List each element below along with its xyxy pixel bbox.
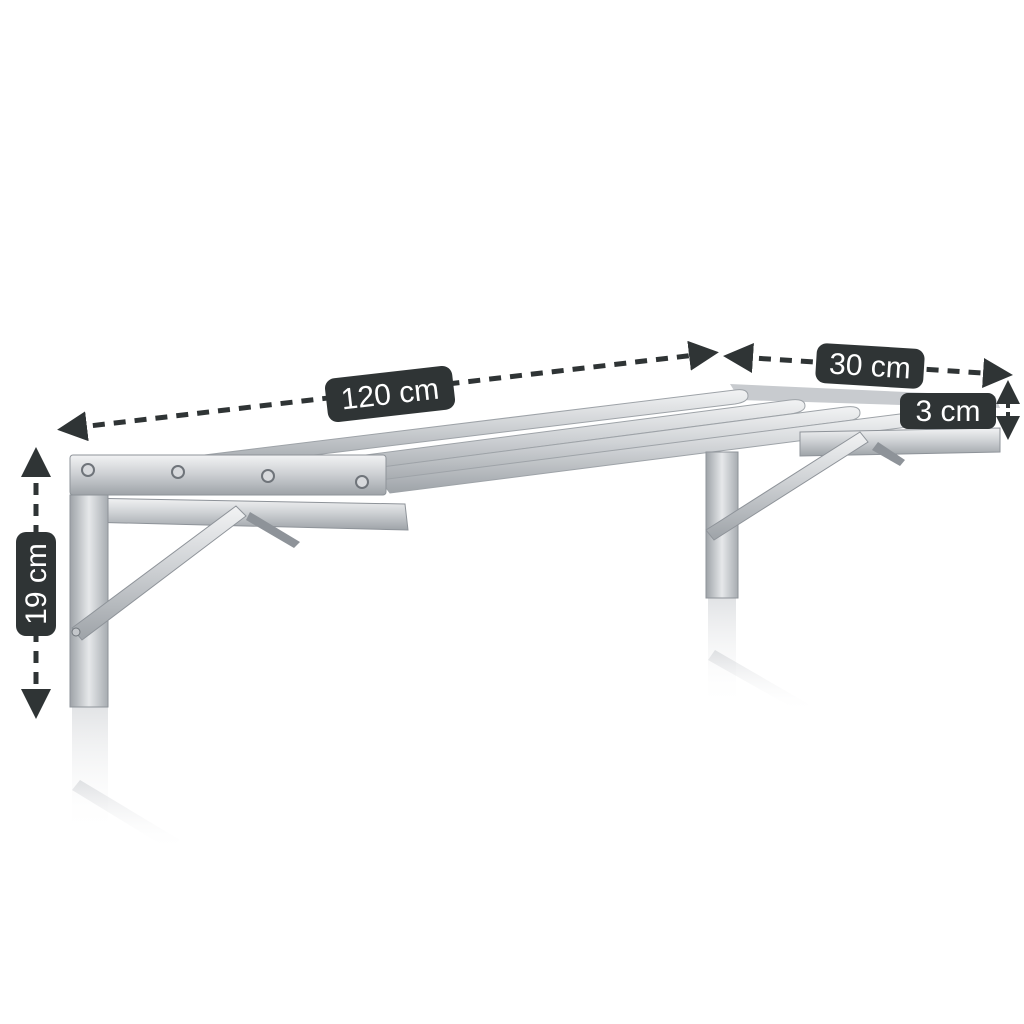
depth-label-text: 30 cm	[828, 348, 912, 386]
depth-label: 30 cm	[815, 343, 925, 389]
floor-reflection	[72, 598, 810, 850]
bracket-height-label: 19 cm	[16, 532, 56, 636]
left-bracket	[69, 454, 409, 708]
bracket-height-label-text: 19 cm	[20, 543, 53, 625]
rail-height-label: 3 cm	[900, 393, 996, 429]
rail-height-label-text: 3 cm	[915, 395, 980, 428]
dimension-arrows	[21, 340, 1020, 719]
right-bracket	[705, 427, 1001, 599]
length-label: 120 cm	[324, 365, 456, 423]
